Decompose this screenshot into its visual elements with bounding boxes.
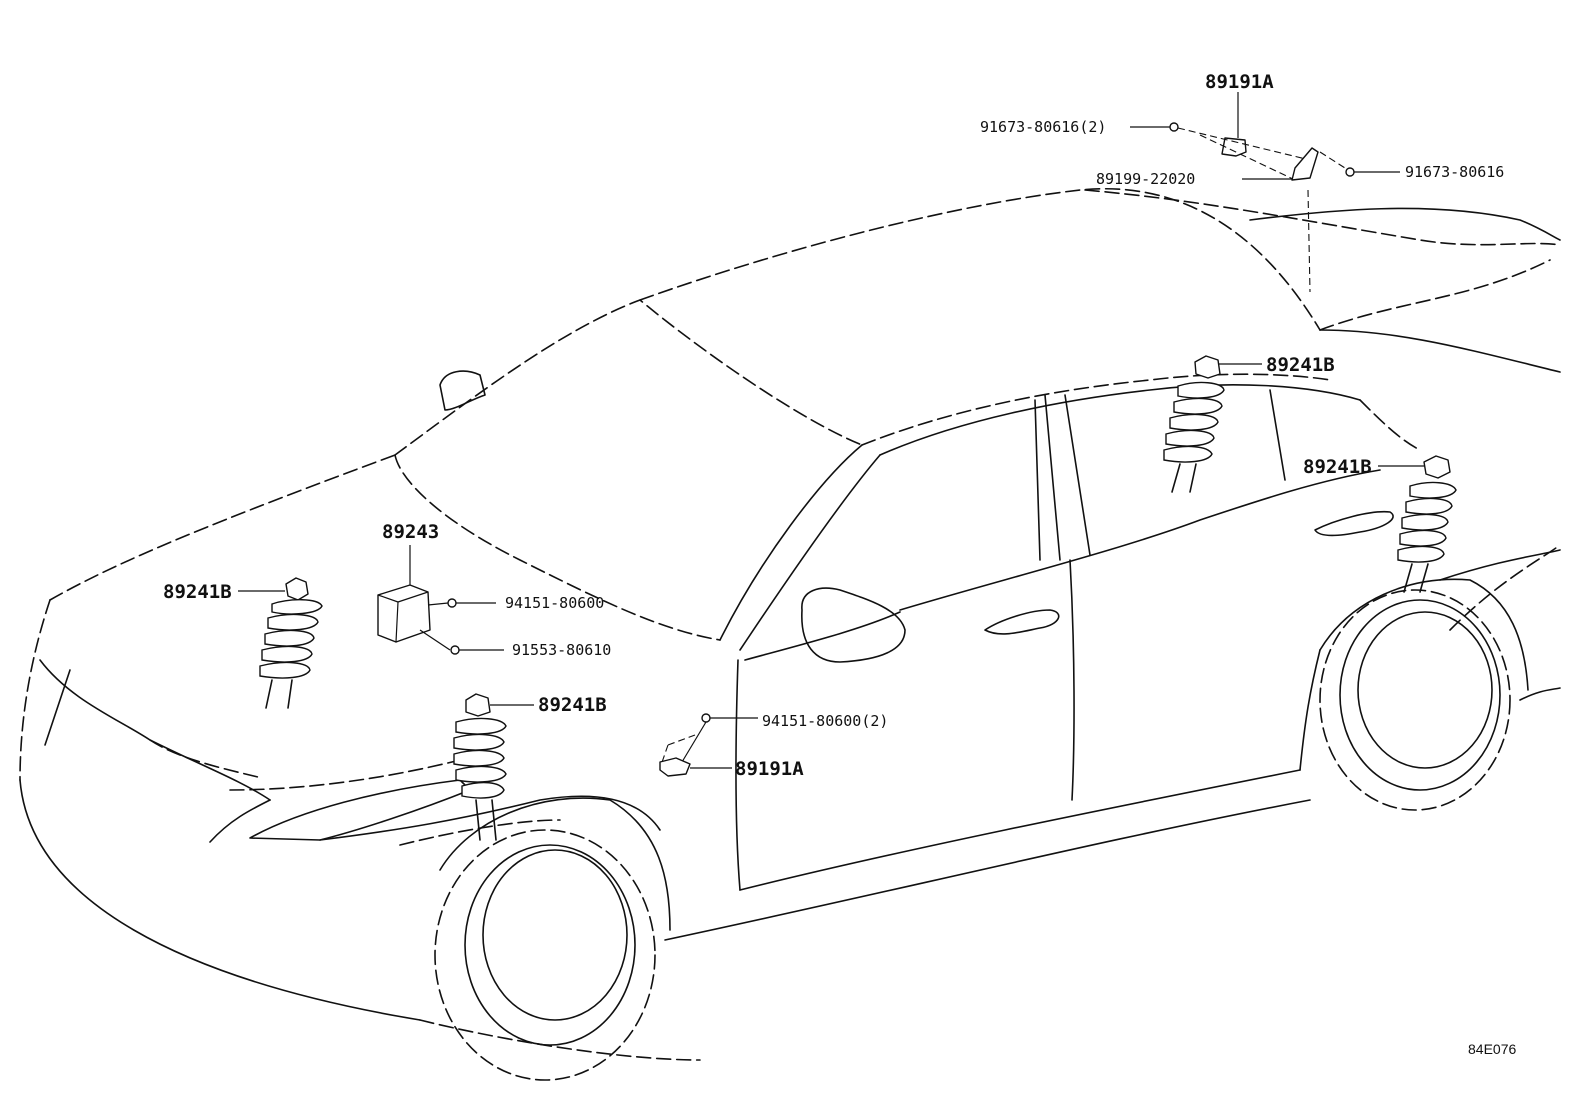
label-ecu-bolt: 91553-80610: [512, 641, 611, 659]
reference-code: 84E076: [1468, 1041, 1516, 1057]
front-left-strut: [238, 577, 323, 709]
label-nut-top-right: 91673-80616: [1405, 163, 1504, 181]
floor-sensor-assembly: [659, 713, 758, 777]
label-rear-upper-sensor: 89241B: [1266, 354, 1335, 376]
label-front-left-sensor: 89241B: [163, 581, 232, 603]
label-sensor-floor: 89191A: [735, 758, 804, 780]
label-ecu: 89243: [382, 521, 439, 543]
car-body: [19, 188, 1561, 1081]
label-nut-top-left: 91673-80616(2): [980, 118, 1106, 136]
ecu-assembly: [377, 545, 504, 655]
label-front-right-sensor: 89241B: [538, 694, 607, 716]
front-wheel: [434, 797, 671, 1081]
rear-wheel: [1319, 578, 1529, 811]
label-floor-nut: 94151-80600(2): [762, 712, 888, 730]
rear-left-strut: [1163, 355, 1262, 493]
rear-right-strut: [1378, 455, 1457, 593]
top-sensor-assembly: [1130, 92, 1400, 293]
label-bracket: 89199-22020: [1096, 170, 1195, 188]
label-rear-right-sensor: 89241B: [1303, 456, 1372, 478]
label-sensor-top: 89191A: [1205, 71, 1274, 93]
front-right-strut: [453, 693, 534, 841]
label-ecu-nut: 94151-80600: [505, 594, 604, 612]
